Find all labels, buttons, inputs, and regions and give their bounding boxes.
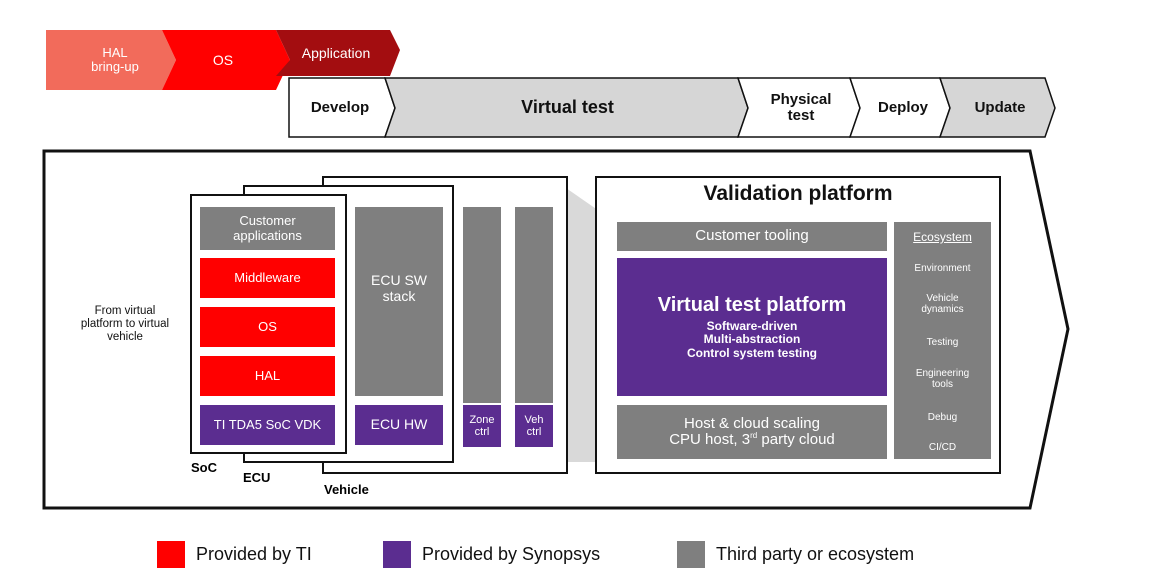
ecu-hw-text: ECU HW	[370, 416, 428, 433]
host-cloud-block: Host & cloud scaling CPU host, 3rd party…	[617, 405, 887, 459]
legend: Provided by TI Provided by Synopsys Thir…	[0, 538, 1152, 572]
host-line1: Host & cloud scaling	[684, 414, 820, 432]
eco-cicd: CI/CD	[894, 440, 991, 456]
vtp-title: Virtual test platform	[657, 294, 847, 317]
host-line2-pre: CPU host, 3	[669, 431, 751, 448]
left-caption-line2: platform to virtual	[80, 318, 170, 331]
eco-environment: Environment	[894, 261, 991, 277]
left-caption: From virtual platform to virtual vehicle	[60, 305, 190, 345]
eco-engineering-line2: tools	[931, 379, 954, 390]
ecu-sw-line1: ECU SW	[371, 272, 427, 289]
phase-application-shape	[276, 30, 400, 76]
legend-ti-swatch	[157, 541, 185, 568]
phase-deploy-label: Deploy	[860, 78, 946, 137]
phase-virtual-test-label: Virtual test	[395, 78, 740, 137]
phase-update-label: Update	[950, 78, 1050, 137]
phase-os-text: OS	[212, 51, 234, 68]
vtp-line3: Control system testing	[686, 345, 818, 360]
vtp-line2: Multi-abstraction	[703, 332, 801, 347]
phase-row-bottom-shapes	[288, 77, 1056, 138]
vdk-block: TI TDA5 SoC VDK	[200, 405, 335, 445]
eco-vehicle-line2: dynamics	[921, 304, 964, 315]
eco-testing: Testing	[894, 335, 991, 351]
customer-tooling-block: Customer tooling	[617, 222, 887, 251]
vehicle-label: Vehicle	[324, 482, 369, 497]
phase-hal-line1: HAL	[102, 45, 128, 61]
zone-line2: ctrl	[474, 426, 490, 438]
veh-line1: Veh	[524, 413, 544, 426]
validation-platform-title: Validation platform	[703, 182, 893, 205]
host-line2: CPU host, 3rd party cloud	[669, 431, 835, 449]
phase-update-text: Update	[974, 98, 1026, 116]
phase-application-text: Application	[301, 44, 371, 61]
ecosystem-title: Ecosystem	[913, 230, 972, 244]
phase-os-label: OS	[168, 30, 278, 90]
hal-text: HAL	[254, 367, 281, 383]
ecu-sw-line2: stack	[382, 287, 416, 304]
legend-ti-label: Provided by TI	[196, 544, 312, 564]
soc-label: SoC	[191, 460, 217, 475]
phase-virtual-test-text: Virtual test	[521, 97, 614, 118]
phase-os-shape	[162, 30, 290, 90]
phase-application-label: Application	[280, 30, 392, 76]
phase-deploy-text: Deploy	[877, 98, 928, 116]
eco-debug: Debug	[894, 410, 991, 426]
ecu-hw-block: ECU HW	[355, 405, 443, 445]
host-line2-sup: rd	[750, 431, 758, 440]
legend-third-party-swatch	[677, 541, 705, 568]
zone-line1: Zone	[469, 413, 495, 426]
eco-vehicle-line1: Vehicle	[926, 292, 959, 304]
phase-physical-line2: test	[787, 106, 815, 124]
middleware-text: Middleware	[234, 269, 301, 285]
legend-synopsys-label: Provided by Synopsys	[422, 544, 601, 564]
os-block: OS	[200, 307, 335, 347]
phase-update-shape	[938, 77, 1056, 138]
phase-hal-shape	[46, 30, 176, 90]
legend-third-party-label: Third party or ecosystem	[716, 544, 915, 564]
phase-physical-line1: Physical	[770, 90, 832, 108]
customer-apps-line1: Customer	[239, 213, 296, 229]
middleware-block: Middleware	[200, 258, 335, 298]
eco-testing-text: Testing	[926, 337, 959, 349]
left-caption-line3: vehicle	[107, 331, 143, 344]
hal-block: HAL	[200, 356, 335, 396]
legend-synopsys-swatch	[383, 541, 411, 568]
phase-row-shapes	[46, 30, 400, 90]
os-text: OS	[258, 318, 277, 334]
customer-tooling-text: Customer tooling	[695, 227, 809, 245]
veh-ctrl-column	[515, 207, 553, 403]
eco-environment-text: Environment	[914, 263, 971, 275]
veh-line2: ctrl	[526, 426, 542, 438]
phase-develop-text: Develop	[310, 98, 370, 116]
ecu-label: ECU	[243, 470, 271, 485]
zone-ctrl-column	[463, 207, 501, 403]
ecosystem-panel	[894, 222, 991, 459]
eco-cicd-text: CI/CD	[928, 442, 957, 454]
phase-develop-label: Develop	[292, 78, 388, 137]
virtual-test-platform-block: Virtual test platform Software-driven Mu…	[617, 258, 887, 396]
host-line2-post: party cloud	[757, 431, 835, 448]
phase-hal-line2: bring-up	[91, 59, 139, 74]
vdk-text: TI TDA5 SoC VDK	[213, 416, 322, 432]
vtp-line1: Software-driven	[706, 319, 798, 334]
customer-apps-line2: applications	[233, 227, 302, 243]
eco-engineering-line1: Engineering	[915, 367, 970, 379]
eco-debug-text: Debug	[927, 412, 958, 424]
left-caption-line1: From virtual	[94, 305, 156, 317]
